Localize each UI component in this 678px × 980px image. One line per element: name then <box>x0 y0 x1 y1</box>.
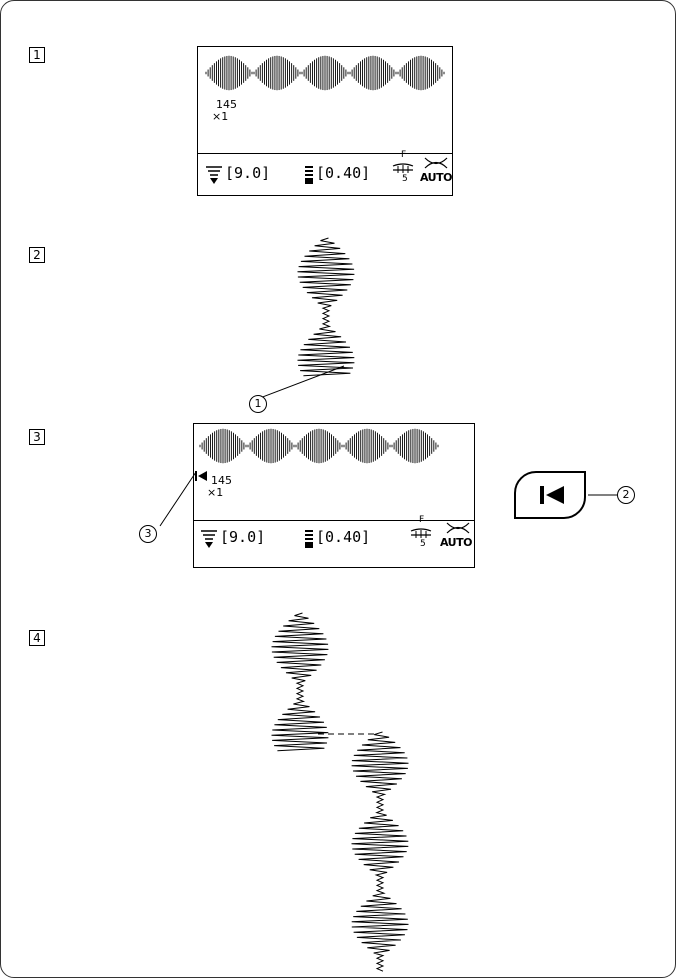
repeat-count: ×1 <box>207 486 224 499</box>
jump-stitch-dashed-line <box>318 733 378 735</box>
foot-tension: 5 <box>420 539 426 549</box>
leader-line-2 <box>588 494 618 496</box>
leader-line-3 <box>159 471 197 527</box>
stitch-length-icon <box>305 530 313 548</box>
callout-2: 2 <box>617 486 635 504</box>
length-value: [0.40] <box>316 164 371 182</box>
pattern-number: 145 <box>211 474 232 487</box>
restart-pattern-icon <box>540 486 564 504</box>
step-1-label: 1 <box>29 47 45 63</box>
pattern-number: 145 <box>216 98 237 111</box>
leader-line-1 <box>251 365 345 402</box>
stitch-length-icon <box>305 166 313 184</box>
length-value: [0.40] <box>316 528 371 546</box>
restart-pattern-icon <box>195 471 207 481</box>
stitch-width-icon <box>201 530 217 548</box>
lcd-separator <box>194 520 474 521</box>
presser-foot-icon <box>410 528 432 538</box>
sewn-stitch-sample-step-4-second <box>351 731 409 972</box>
lcd-screen-step-1: 145 ×1 [9.0] [0.40] F 5 AUTO <box>197 46 453 196</box>
auto-label: AUTO <box>440 536 472 549</box>
thread-cutter-icon <box>424 157 448 169</box>
foot-letter: F <box>401 150 407 160</box>
callout-1: 1 <box>249 395 267 413</box>
lcd-screen-step-3: 145 ×1 [9.0] [0.40] F 5 AUTO <box>193 423 475 568</box>
step-3-label: 3 <box>29 429 45 445</box>
foot-tension: 5 <box>402 174 408 184</box>
width-value: [9.0] <box>220 528 266 546</box>
width-value: [9.0] <box>225 164 271 182</box>
foot-letter: F <box>419 515 425 525</box>
callout-3: 3 <box>139 525 157 543</box>
step-4-label: 4 <box>29 630 45 646</box>
restart-pattern-button[interactable] <box>514 471 586 519</box>
step-2-label: 2 <box>29 247 45 263</box>
lcd-stitch-preview <box>205 55 445 91</box>
stitch-width-icon <box>206 166 222 184</box>
presser-foot-icon <box>392 163 414 173</box>
auto-label: AUTO <box>420 171 452 184</box>
sewn-stitch-sample-step-4-first <box>271 612 329 752</box>
lcd-separator <box>198 153 452 154</box>
sewn-stitch-sample-step-2 <box>297 237 355 377</box>
lcd-stitch-preview <box>199 428 439 464</box>
thread-cutter-icon <box>446 522 470 534</box>
repeat-count: ×1 <box>212 110 229 123</box>
